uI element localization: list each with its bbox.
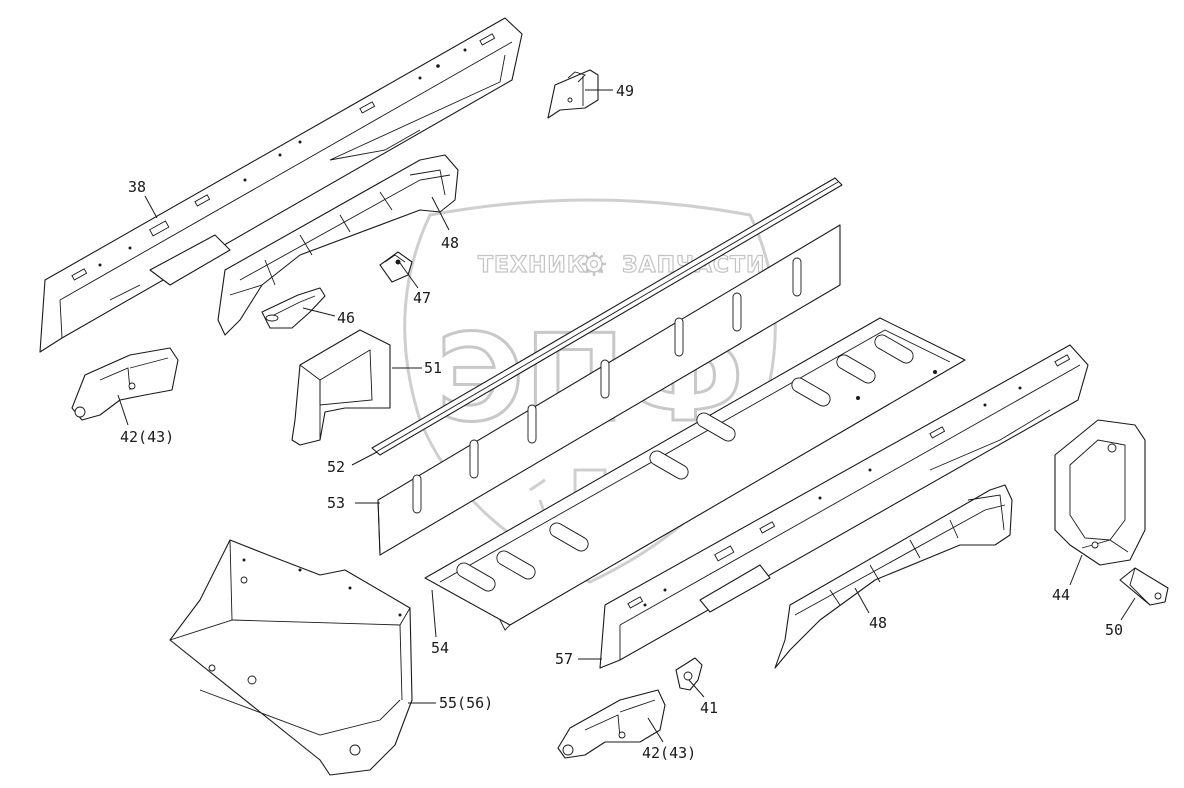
part-41-clip: [675, 657, 703, 691]
callout-labels: 38 49 48 47 46 51 42(43) 52 53 54 44 50 …: [120, 82, 1123, 762]
callout-47: 47: [413, 289, 431, 307]
part-50-block: [1119, 567, 1169, 606]
callout-55: 55(56): [439, 694, 493, 712]
part-52-long-rail: [371, 177, 843, 456]
callout-49: 49: [616, 82, 634, 100]
callout-48-upper: 48: [441, 234, 459, 252]
callout-54: 54: [431, 639, 449, 657]
part-54-floor-panel: [424, 317, 966, 631]
callout-44: 44: [1052, 586, 1070, 604]
part-48-lower-sill: [774, 484, 1013, 669]
part-47-clip: [379, 251, 413, 283]
part-49-bracket: [547, 69, 599, 119]
callout-52: 52: [327, 458, 345, 476]
part-44-frame: [1054, 419, 1146, 566]
callout-46: 46: [337, 309, 355, 327]
watermark-right-text: ЗАПЧАСТИ: [622, 253, 765, 278]
part-46-bracket: [261, 287, 326, 329]
watermark-left-text: ТЕХНИКА: [478, 253, 604, 278]
part-55-large-panel: [169, 539, 413, 776]
part-51-panel: [291, 329, 391, 446]
part-48-upper-sill: [217, 154, 459, 336]
callout-51: 51: [424, 359, 442, 377]
callout-42-upper: 42(43): [120, 428, 174, 446]
callout-38: 38: [128, 178, 146, 196]
callout-42-lower: 42(43): [642, 744, 696, 762]
callout-48-lower: 48: [869, 614, 887, 632]
part-42-lower-hinge: [557, 689, 666, 759]
part-38-side-rail: [39, 17, 523, 353]
part-53-slotted-panel: [377, 224, 841, 556]
callout-57: 57: [555, 650, 573, 668]
part-42-upper-hinge: [71, 347, 179, 421]
leader-lines: [117, 89, 1136, 743]
callout-41: 41: [700, 699, 718, 717]
callout-50: 50: [1105, 621, 1123, 639]
part-57-side-rail: [599, 344, 1089, 669]
gear-icon: [582, 252, 606, 276]
callout-53: 53: [327, 494, 345, 512]
